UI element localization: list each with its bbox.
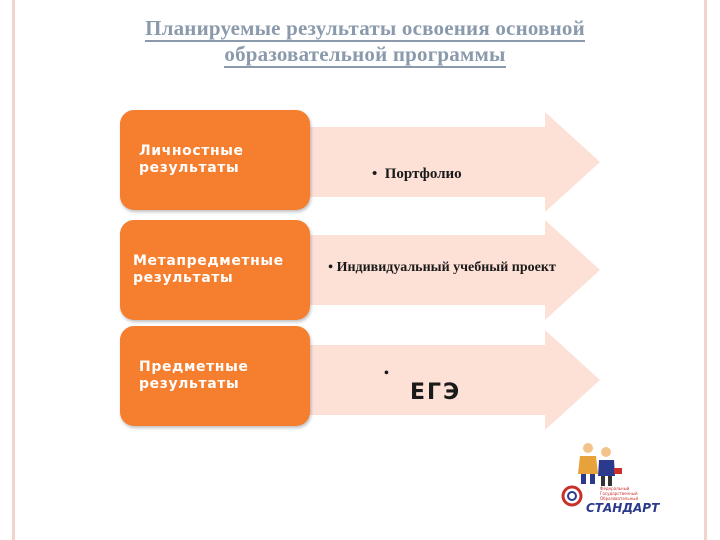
children-figures-icon — [578, 443, 622, 486]
box-label-personal: Личностные результаты — [131, 143, 299, 177]
box-label-metasubject: Метапредметные результаты — [129, 253, 301, 287]
logo-name: СТАНДАРТ — [586, 501, 660, 515]
box-label-subject: Предметные результаты — [131, 359, 299, 393]
bullet-text-project: Индивидуальный учебный проект — [337, 260, 556, 275]
logo-swirl-icon — [563, 487, 581, 505]
bullet-dot: • — [372, 166, 385, 182]
box-personal-results: Личностные результаты — [120, 110, 310, 210]
bullet-dot-ege: • — [384, 366, 389, 382]
box-subject-results: Предметные результаты — [120, 326, 310, 426]
bullet-project: • Индивидуальный учебный проект — [322, 258, 562, 278]
arrow-row-1 — [280, 112, 600, 212]
standard-logo: Федеральный Государственный Образователь… — [560, 440, 660, 520]
bullet-text-ege: ЕГЭ — [410, 380, 461, 405]
bullet-dot: • — [328, 260, 336, 275]
bullet-text-portfolio: Портфолио — [385, 166, 462, 182]
bullet-portfolio: • Портфолио — [372, 166, 462, 183]
box-metasubject-results: Метапредметные результаты — [120, 220, 310, 320]
